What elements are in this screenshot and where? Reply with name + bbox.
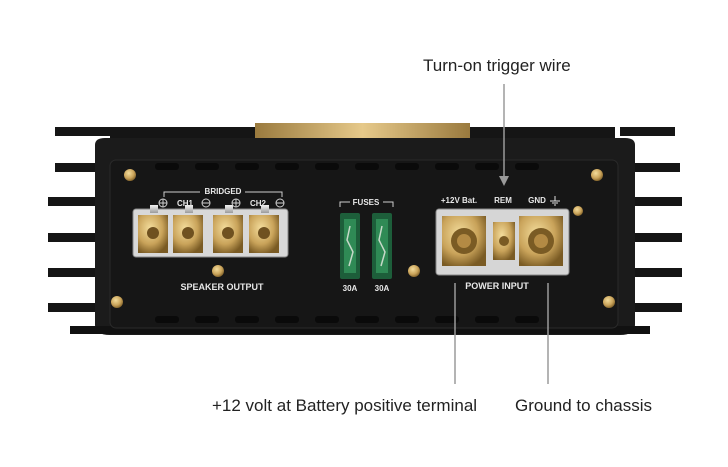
fuses-label: FUSES [353,198,380,207]
bridged-label: BRIDGED [205,187,242,196]
ground-icon [550,196,560,206]
fuse-holder [339,201,394,279]
power-input-block [435,208,570,276]
terminal-panel [109,159,619,329]
ground-callout: Ground to chassis [515,396,653,415]
polarity-symbols [158,198,285,208]
bridged-bracket [163,191,283,197]
speaker-terminal-block [132,205,289,258]
bat-label: +12V Bat. [441,196,477,205]
top-trim [255,123,470,138]
trigger-wire-callout: Turn-on trigger wire [423,56,571,75]
battery-callout: +12 volt at Battery positive terminal [212,396,478,415]
power-input-label: POWER INPUT [465,281,529,291]
callout-lines [454,84,549,384]
ch1-label: CH1 [177,199,194,208]
rem-label: REM [494,196,512,205]
speaker-output-label: SPEAKER OUTPUT [180,282,264,292]
fuse2-rating: 30A [375,284,390,293]
fuse1-rating: 30A [343,284,358,293]
gnd-label: GND [528,196,546,205]
ch2-label: CH2 [250,199,267,208]
vent-slots [155,163,539,323]
panel-screws [111,169,615,308]
